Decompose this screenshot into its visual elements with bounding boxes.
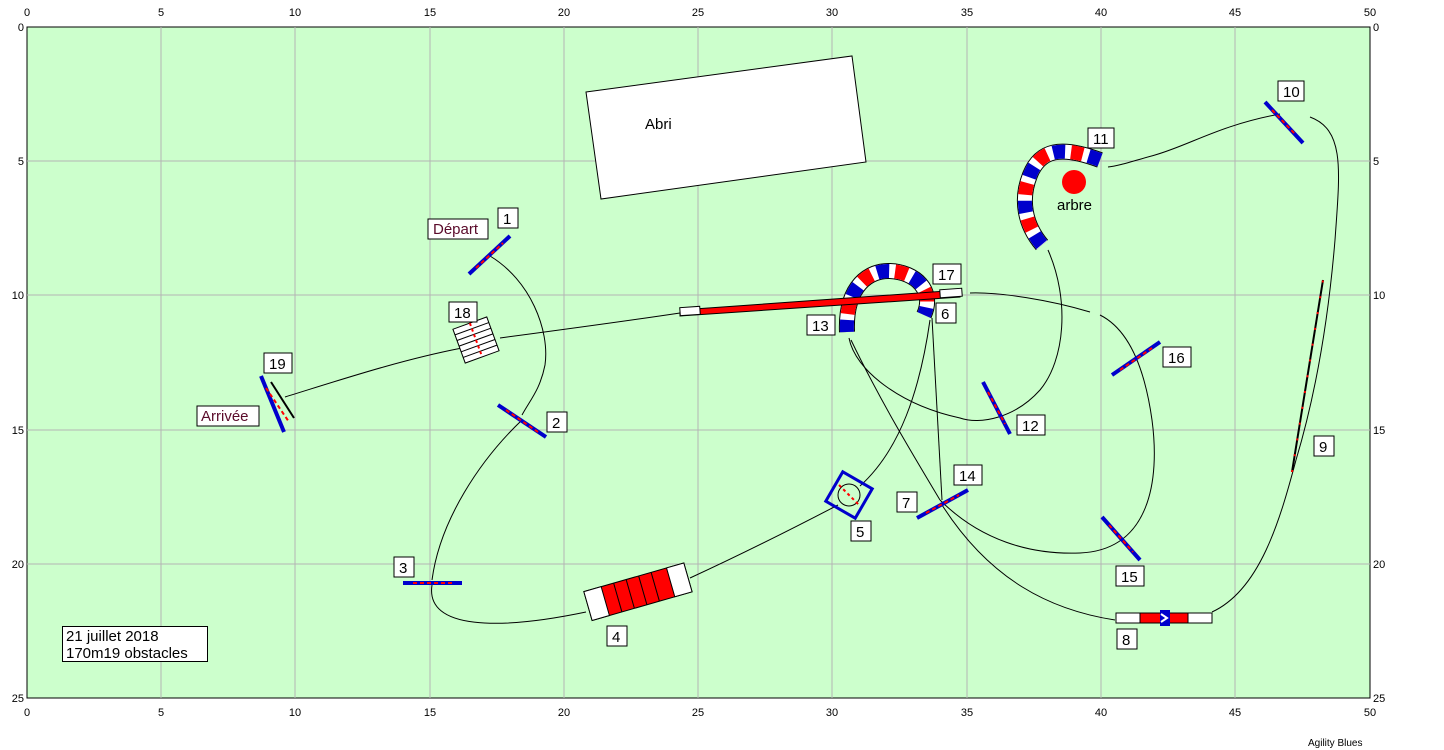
tick-label: 20 xyxy=(558,7,570,19)
jump-12 xyxy=(981,381,1012,435)
obstacle-numbers: 1 2 3 4 5 6 7 8 9 10 11 12 13 14 15 16 1… xyxy=(263,80,1335,650)
tick-label: 0 xyxy=(24,7,30,19)
tick-label: 15 xyxy=(424,707,436,719)
number-16: 16 xyxy=(1168,350,1185,367)
obstacle-9 xyxy=(1291,279,1324,473)
axis-right-ticks: 0 5 10 15 20 25 xyxy=(1373,22,1385,705)
shelter-label: Abri xyxy=(645,116,672,133)
tick-label: 35 xyxy=(961,707,973,719)
number-12: 12 xyxy=(1022,418,1039,435)
tick-label: 40 xyxy=(1095,707,1107,719)
number-17: 17 xyxy=(938,267,955,284)
tick-label: 35 xyxy=(961,7,973,19)
tick-label: 5 xyxy=(18,156,24,168)
obstacle-8 xyxy=(1115,610,1213,626)
tick-label: 15 xyxy=(424,7,436,19)
number-1: 1 xyxy=(503,211,511,228)
tree xyxy=(1062,170,1086,194)
tick-label: 50 xyxy=(1364,707,1376,719)
axis-left-ticks: 0 5 10 15 20 25 xyxy=(12,22,24,705)
obstacle-18 xyxy=(452,316,500,364)
tick-label: 0 xyxy=(24,707,30,719)
course-date: 21 juillet 2018 xyxy=(66,628,159,645)
tick-label: 10 xyxy=(289,707,301,719)
tick-label: 50 xyxy=(1364,7,1376,19)
obstacle-4 xyxy=(583,562,693,622)
number-18: 18 xyxy=(454,305,471,322)
tick-label: 10 xyxy=(12,290,24,302)
number-6: 6 xyxy=(941,306,949,323)
jump-10 xyxy=(1263,100,1305,145)
number-11: 11 xyxy=(1093,131,1109,148)
number-19: 19 xyxy=(269,356,286,373)
jump-1 xyxy=(467,234,512,276)
tick-label: 15 xyxy=(1373,425,1385,437)
number-8: 8 xyxy=(1122,632,1130,649)
number-3: 3 xyxy=(399,560,407,577)
tick-label: 25 xyxy=(692,707,704,719)
svg-text:Départ: Départ xyxy=(433,221,479,238)
tick-label: 10 xyxy=(289,7,301,19)
tick-label: 25 xyxy=(12,693,24,705)
tick-label: 45 xyxy=(1229,7,1241,19)
tick-label: 45 xyxy=(1229,707,1241,719)
tick-label: 5 xyxy=(158,7,164,19)
number-10: 10 xyxy=(1283,84,1300,101)
jump-2 xyxy=(496,403,548,439)
number-13: 13 xyxy=(812,318,829,335)
tick-label: 20 xyxy=(1373,559,1385,571)
axis-bottom-ticks: 0 5 10 15 20 25 30 35 40 45 50 xyxy=(24,707,1376,719)
shelter xyxy=(585,55,867,200)
number-2: 2 xyxy=(552,415,560,432)
tick-label: 20 xyxy=(558,707,570,719)
obstacle-5 xyxy=(823,469,875,521)
tick-label: 30 xyxy=(826,7,838,19)
course-summary: 170m19 obstacles xyxy=(66,645,188,662)
number-4: 4 xyxy=(612,629,620,646)
dog-path xyxy=(284,113,1339,624)
tick-label: 15 xyxy=(12,425,24,437)
tick-label: 25 xyxy=(1373,693,1385,705)
tick-label: 5 xyxy=(158,707,164,719)
jump-16 xyxy=(1110,340,1162,377)
tick-label: 0 xyxy=(18,22,24,34)
tick-label: 5 xyxy=(1373,156,1379,168)
obstacle-17 xyxy=(679,287,963,317)
axis-top-ticks: 0 5 10 15 20 25 30 35 40 45 50 xyxy=(24,7,1376,19)
jump-19 xyxy=(259,375,295,433)
number-5: 5 xyxy=(856,524,864,541)
number-15: 15 xyxy=(1121,569,1138,586)
tick-label: 10 xyxy=(1373,290,1385,302)
jump-7 xyxy=(916,488,969,520)
tick-label: 25 xyxy=(692,7,704,19)
tree-label: arbre xyxy=(1057,197,1092,214)
number-7: 7 xyxy=(902,495,910,512)
finish-sign: Arrivée xyxy=(196,405,260,427)
svg-text:Arrivée: Arrivée xyxy=(201,408,249,425)
number-14: 14 xyxy=(959,468,976,485)
tick-label: 0 xyxy=(1373,22,1379,34)
course-info-box: 21 juillet 2018 170m19 obstacles xyxy=(62,626,208,662)
obstacle-11 xyxy=(1016,143,1103,251)
tick-label: 20 xyxy=(12,559,24,571)
tick-label: 40 xyxy=(1095,7,1107,19)
jump-15 xyxy=(1100,515,1142,562)
tick-label: 30 xyxy=(826,707,838,719)
start-sign: Départ xyxy=(427,218,489,240)
number-9: 9 xyxy=(1319,439,1327,456)
brand-label: Agility Blues xyxy=(1308,738,1363,749)
